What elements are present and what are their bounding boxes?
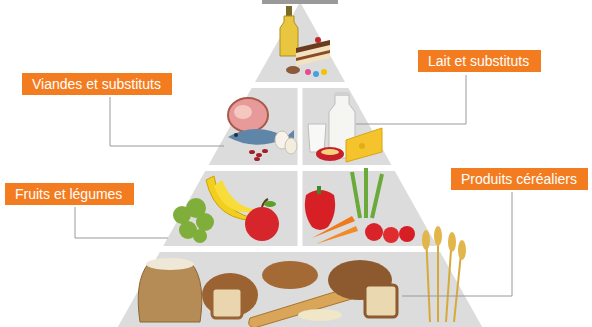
category-label: Fruits et légumes [5,183,134,205]
bread-loaf [202,273,258,317]
tomato [365,223,383,241]
carrot [316,226,358,244]
candy [321,69,327,75]
tier-fruits [163,171,297,246]
fish-eye [234,133,238,137]
ham [228,98,268,132]
candy [313,71,319,77]
milk-cap [335,92,349,96]
banana [214,180,262,212]
apple [245,207,279,241]
cake-icing [296,40,330,53]
carrot [312,216,355,238]
meat-group [228,98,297,161]
milk-group [308,92,382,162]
oil-bottle [280,16,298,56]
tier-top [255,2,345,82]
oil-cap [286,6,292,16]
broccoli [173,198,214,243]
tier-top-rim [262,0,338,4]
leader-line [402,192,512,296]
leader-lines [75,75,512,296]
bread-slice [365,285,397,317]
cherry [315,37,321,43]
pepper [305,190,335,230]
candy [305,69,311,75]
category-label: Produits céréaliers [451,168,588,190]
category-label: Lait et substituts [418,50,541,72]
grains-group [138,226,466,327]
pasta-bowl [298,309,342,321]
tier-meat [209,88,298,165]
leader-line [110,97,224,146]
category-label: Viandes et substituts [22,73,172,95]
rice [146,258,194,270]
leader-line [356,75,466,124]
round-cheese-cut [321,149,339,155]
cheese-wedge [346,128,382,162]
pepper-stem [317,186,321,194]
apple-leaf [264,201,276,207]
round-cheese [316,147,344,161]
tomato [399,226,415,242]
cake-slice [296,40,330,66]
vegetables-group [305,168,415,244]
cookie [286,66,300,74]
label-text: Viandes et substituts [32,76,162,92]
tier-milk [303,88,392,165]
fruits-group [173,176,279,243]
label-text: Lait et substituts [428,53,531,69]
beans [249,149,268,161]
tier-vegetables [303,171,437,246]
bread-slice [212,288,242,318]
tomato [383,227,399,243]
fats-sweets [280,6,330,77]
rice-sack [138,264,202,322]
label-text: Produits céréaliers [461,171,578,187]
label-text: Fruits et légumes [15,186,124,202]
egg [285,138,297,154]
bread-roll [262,261,318,289]
leader-line [75,207,168,238]
wheat-ears [422,226,466,260]
celery [352,168,382,218]
cheese-hole [359,143,365,149]
milk-glass [308,124,326,152]
cake-layer [296,50,330,61]
ham-slice [234,105,252,119]
wheat [426,230,462,322]
